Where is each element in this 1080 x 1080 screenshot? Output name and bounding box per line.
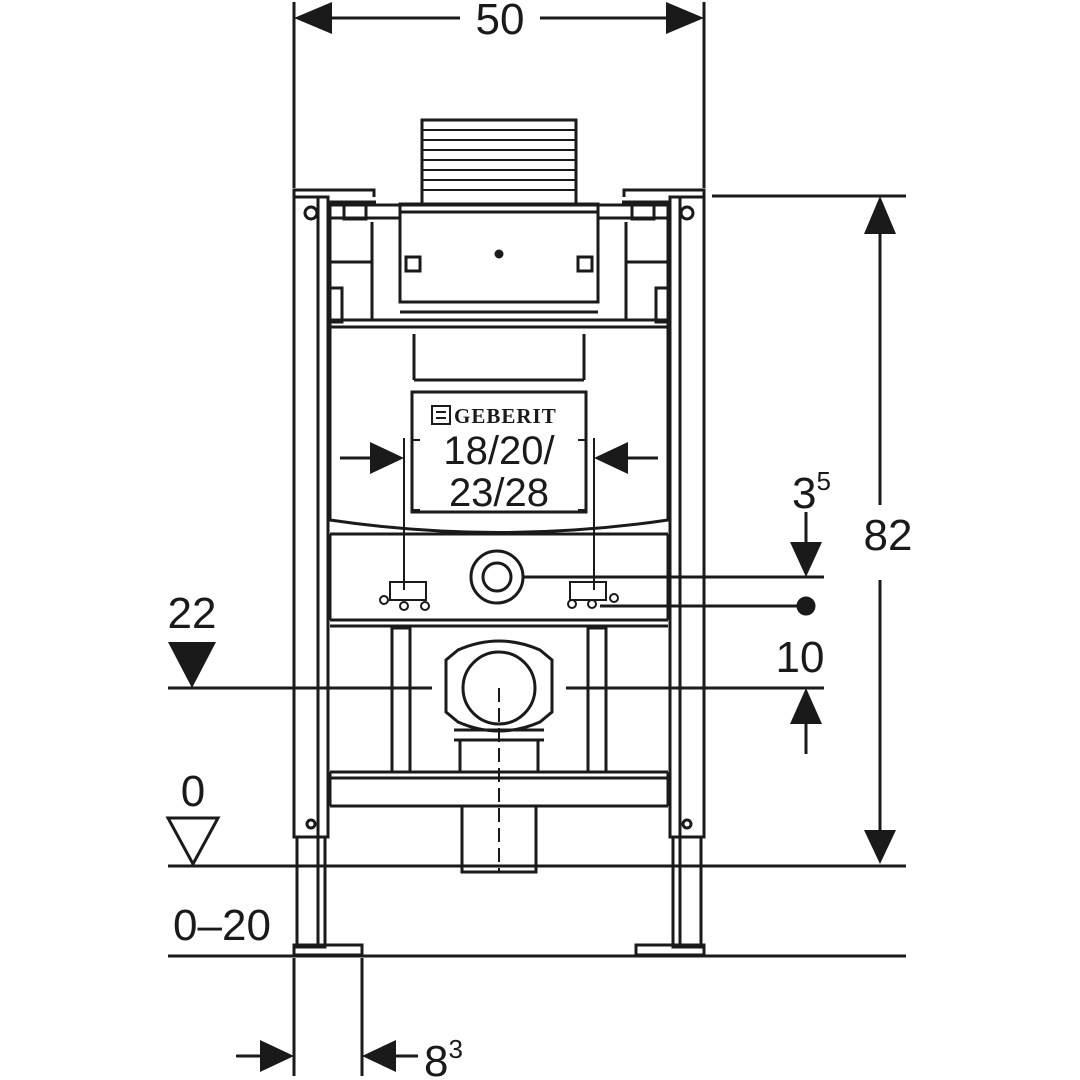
foot-width-sup: 3 <box>448 1034 462 1064</box>
height-dimension <box>712 194 906 864</box>
drain-height-label: 22 <box>168 589 217 638</box>
plate-spacing-dimension <box>340 438 658 590</box>
plate-spacing-label-1: 18/20/ <box>443 429 555 473</box>
flush-offset-base: 3 <box>792 469 816 518</box>
foot-width-label: 83 <box>424 1034 463 1080</box>
water-supply-connection <box>469 549 824 616</box>
geberit-logo: GEBERIT <box>431 404 557 428</box>
wall-anchors <box>379 581 619 611</box>
service-box <box>398 118 600 314</box>
supply-height-label: 10 <box>776 633 825 682</box>
right-frame-post <box>634 195 706 957</box>
plate-spacing-label-2: 23/28 <box>449 471 549 515</box>
adjust-range-label: 0–20 <box>173 901 271 950</box>
offset-arrows <box>790 512 822 754</box>
width-label: 50 <box>476 0 525 44</box>
foot-width-dimension <box>236 958 418 1076</box>
drain-pipe <box>444 639 554 874</box>
flush-offset-label: 35 <box>792 466 831 518</box>
brand-name: GEBERIT <box>454 404 557 428</box>
flush-offset-sup: 5 <box>816 466 830 496</box>
floor-level-marker <box>165 816 221 868</box>
lower-frame <box>328 534 670 808</box>
width-dimension <box>292 2 706 188</box>
drain-height-line <box>168 642 824 690</box>
foot-width-base: 8 <box>424 1037 448 1080</box>
cistern-lower <box>328 327 670 536</box>
top-brackets <box>292 188 706 204</box>
cistern-upper <box>328 203 670 329</box>
height-label: 82 <box>864 511 913 560</box>
floor-level-label: 0 <box>181 767 205 816</box>
left-frame-post <box>292 195 364 957</box>
